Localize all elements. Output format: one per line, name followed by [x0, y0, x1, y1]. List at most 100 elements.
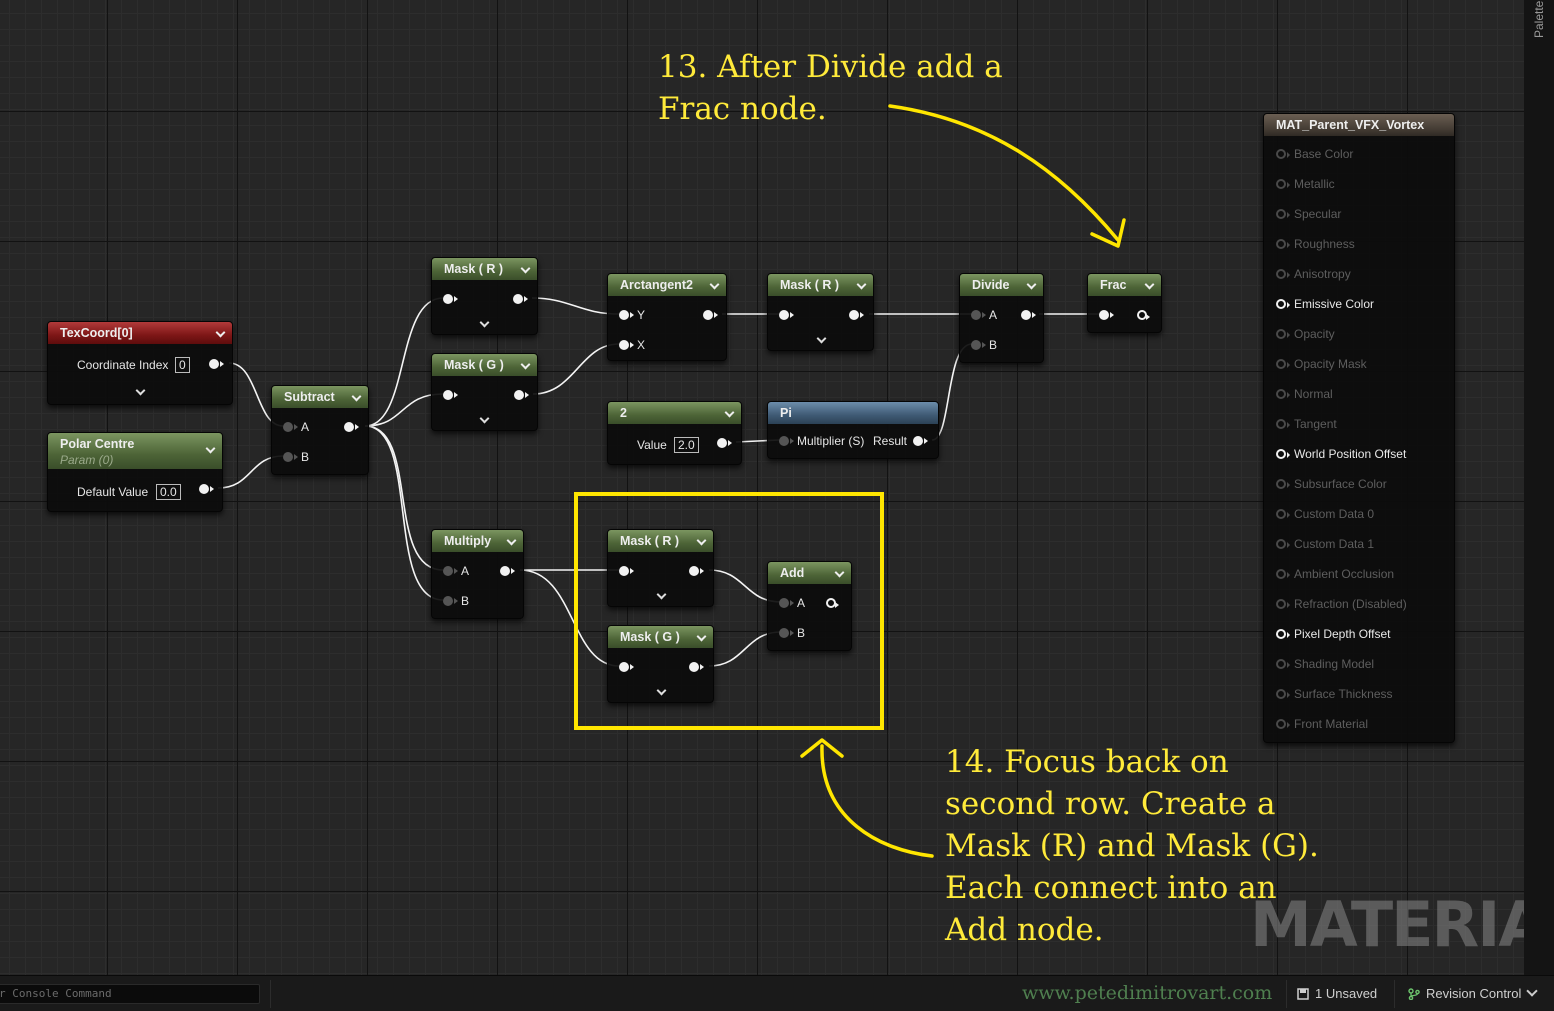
input-pin-icon[interactable] — [1276, 659, 1290, 669]
coordinate-index-input[interactable]: 0 — [175, 357, 190, 373]
input-pin-icon[interactable] — [1276, 299, 1290, 309]
input-pin-b[interactable] — [971, 340, 986, 350]
input-pin-a[interactable] — [779, 598, 794, 608]
node-title[interactable]: MAT_Parent_VFX_Vortex — [1264, 114, 1454, 136]
material-pin-row[interactable]: Ambient Occlusion — [1276, 567, 1394, 581]
expand-chevron-icon[interactable] — [479, 317, 490, 328]
input-pin-icon[interactable] — [1276, 539, 1290, 549]
node-title[interactable]: Subtract — [272, 386, 368, 408]
output-pin[interactable] — [199, 484, 214, 494]
expand-chevron-icon[interactable] — [656, 685, 667, 696]
material-pin-row[interactable]: Surface Thickness — [1276, 687, 1393, 701]
input-pin-b[interactable] — [779, 628, 794, 638]
input-pin-b[interactable] — [283, 452, 298, 462]
output-pin[interactable] — [826, 598, 839, 608]
material-pin-row[interactable]: Opacity Mask — [1276, 357, 1367, 371]
input-pin-icon[interactable] — [1276, 629, 1290, 639]
mask-r-node-bottom[interactable]: Mask ( R ) — [607, 529, 714, 607]
input-pin[interactable] — [443, 294, 458, 304]
input-pin-icon[interactable] — [1276, 569, 1290, 579]
input-pin-icon[interactable] — [1276, 269, 1290, 279]
material-pin-row[interactable]: Opacity — [1276, 327, 1335, 341]
chevron-down-icon[interactable] — [1144, 279, 1155, 290]
material-pin-row[interactable]: Anisotropy — [1276, 267, 1351, 281]
material-pin-row[interactable]: Subsurface Color — [1276, 477, 1387, 491]
material-pin-row[interactable]: Custom Data 1 — [1276, 537, 1374, 551]
node-title[interactable]: Add — [768, 562, 851, 584]
console-command-input[interactable]: r Console Command — [0, 984, 260, 1004]
node-title[interactable]: Divide — [960, 274, 1043, 296]
expand-chevron-icon[interactable] — [135, 385, 146, 396]
pi-node[interactable]: Pi Multiplier (S) Result — [767, 401, 939, 459]
input-pin-multiplier[interactable] — [779, 436, 794, 446]
constant-value-input[interactable]: 2.0 — [674, 437, 699, 453]
input-pin-icon[interactable] — [1276, 239, 1290, 249]
output-pin[interactable] — [689, 566, 704, 576]
node-title[interactable]: Pi — [768, 402, 938, 424]
material-pin-row[interactable]: Metallic — [1276, 177, 1335, 191]
node-title[interactable]: Multiply — [432, 530, 523, 552]
material-pin-row[interactable]: Base Color — [1276, 147, 1353, 161]
input-pin-x[interactable] — [619, 340, 634, 350]
output-pin[interactable] — [209, 359, 224, 369]
chevron-down-icon[interactable] — [351, 391, 362, 402]
chevron-down-icon[interactable] — [834, 567, 845, 578]
node-title[interactable]: 2 — [608, 402, 741, 424]
chevron-down-icon[interactable] — [520, 359, 531, 370]
input-pin-icon[interactable] — [1276, 449, 1290, 459]
input-pin-icon[interactable] — [1276, 389, 1290, 399]
output-pin[interactable] — [703, 310, 718, 320]
chevron-down-icon[interactable] — [696, 535, 707, 546]
chevron-down-icon[interactable] — [1026, 279, 1037, 290]
mask-r-node-mid[interactable]: Mask ( R ) — [767, 273, 874, 351]
node-title[interactable]: TexCoord[0] — [48, 322, 232, 344]
input-pin[interactable] — [443, 390, 458, 400]
material-pin-row[interactable]: Tangent — [1276, 417, 1337, 431]
chevron-down-icon[interactable] — [506, 535, 517, 546]
input-pin-b[interactable] — [443, 596, 458, 606]
material-pin-row[interactable]: Normal — [1276, 387, 1333, 401]
input-pin-icon[interactable] — [1276, 359, 1290, 369]
output-pin[interactable] — [344, 422, 359, 432]
node-title[interactable]: Frac — [1088, 274, 1161, 296]
subtract-node[interactable]: Subtract A B — [271, 385, 369, 475]
material-pin-row[interactable]: Custom Data 0 — [1276, 507, 1374, 521]
palette-tab[interactable]: Palette — [1532, 0, 1546, 38]
unsaved-button[interactable]: 1 Unsaved — [1297, 986, 1377, 1001]
output-pin[interactable] — [717, 438, 732, 448]
input-pin[interactable] — [619, 662, 634, 672]
node-title[interactable]: Arctangent2 — [608, 274, 726, 296]
revision-control-button[interactable]: Revision Control — [1408, 985, 1539, 1001]
input-pin-icon[interactable] — [1276, 419, 1290, 429]
material-pin-row[interactable]: Specular — [1276, 207, 1341, 221]
input-pin-a[interactable] — [971, 310, 986, 320]
input-pin-icon[interactable] — [1276, 329, 1290, 339]
chevron-down-icon[interactable] — [709, 279, 720, 290]
chevron-down-icon[interactable] — [724, 407, 735, 418]
input-pin-icon[interactable] — [1276, 599, 1290, 609]
frac-node[interactable]: Frac — [1087, 273, 1162, 333]
mask-g-node-top[interactable]: Mask ( G ) — [431, 353, 538, 431]
input-pin-icon[interactable] — [1276, 479, 1290, 489]
input-pin-icon[interactable] — [1276, 509, 1290, 519]
node-title[interactable]: Mask ( R ) — [768, 274, 873, 296]
material-pin-row[interactable]: Roughness — [1276, 237, 1355, 251]
material-pin-row[interactable]: Refraction (Disabled) — [1276, 597, 1407, 611]
input-pin-icon[interactable] — [1276, 149, 1290, 159]
input-pin[interactable] — [779, 310, 794, 320]
input-pin-icon[interactable] — [1276, 689, 1290, 699]
expand-chevron-icon[interactable] — [479, 413, 490, 424]
material-pin-row[interactable]: Pixel Depth Offset — [1276, 627, 1391, 641]
output-pin[interactable] — [1137, 310, 1150, 320]
input-pin[interactable] — [619, 566, 634, 576]
output-pin[interactable] — [1021, 310, 1036, 320]
output-pin[interactable] — [500, 566, 515, 576]
expand-chevron-icon[interactable] — [816, 333, 827, 344]
constant-2-node[interactable]: 2 Value 2.0 — [607, 401, 742, 465]
output-pin[interactable] — [689, 662, 704, 672]
input-pin-icon[interactable] — [1276, 179, 1290, 189]
add-node[interactable]: Add A B — [767, 561, 852, 651]
